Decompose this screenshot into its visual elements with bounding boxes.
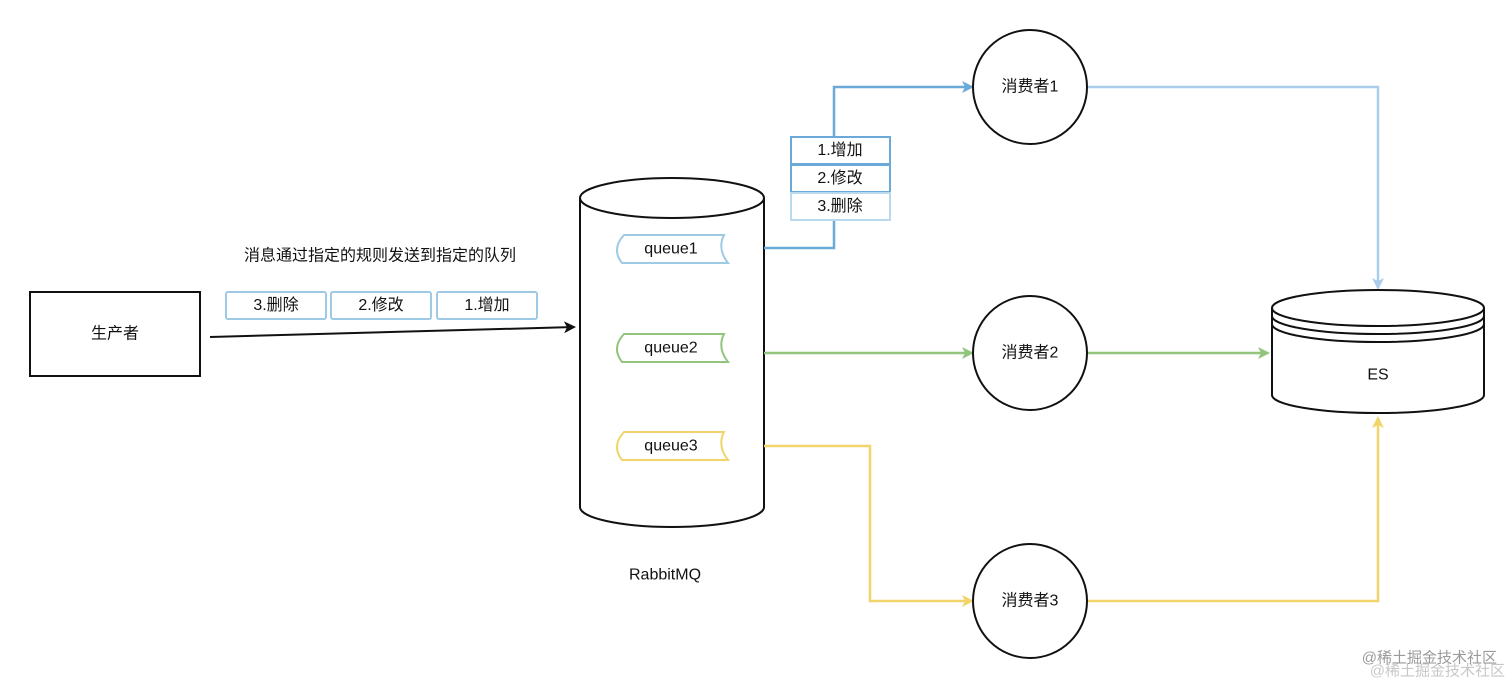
queue-2: queue2 [616,333,731,363]
queue1-message: 3.删除 [790,192,891,221]
incoming-message: 2.修改 [330,291,432,320]
consumer1-to-es-arrow [1088,85,1384,290]
svg-text:消费者1: 消费者1 [1002,78,1059,96]
incoming-message: 3.删除 [225,291,327,320]
svg-text:3.删除: 3.删除 [817,197,862,215]
consumer-1: 消费者1 [972,29,1088,145]
svg-text:1.增加: 1.增加 [817,141,862,159]
svg-text:queue2: queue2 [644,340,697,357]
queue3-to-consumer3-arrow [764,444,974,607]
queue-3: queue3 [616,431,731,461]
queue1-message: 1.增加 [790,136,891,165]
svg-text:消费者2: 消费者2 [1002,344,1059,362]
es-label: ES [1367,367,1388,384]
es-datastore: ES [1271,289,1485,414]
watermark-shadow: @稀土掘金技术社区 [1370,663,1505,680]
svg-text:2.修改: 2.修改 [817,169,862,187]
queue1-message: 2.修改 [790,164,891,193]
producer-label: 生产者 [91,325,139,343]
svg-text:2.修改: 2.修改 [358,296,403,314]
consumer3-to-es-arrow [1088,416,1384,603]
watermark: @稀土掘金技术社区 [1362,650,1497,667]
broker-label: RabbitMQ [629,567,701,584]
svg-text:queue3: queue3 [644,438,697,455]
consumer-3: 消费者3 [972,543,1088,659]
svg-text:3.删除: 3.删除 [253,296,298,314]
routing-note: 消息通过指定的规则发送到指定的队列 [244,247,516,265]
svg-text:消费者3: 消费者3 [1002,592,1059,610]
incoming-message-list: 3.删除 2.修改 1.增加 [225,291,538,320]
queue1-message-stack: 1.增加 2.修改 3.删除 [790,136,891,221]
consumer-2: 消费者2 [972,295,1088,411]
queue-1: queue1 [616,234,731,264]
svg-text:queue1: queue1 [644,241,697,258]
producer-to-broker-arrow [209,321,576,338]
incoming-message: 1.增加 [436,291,538,320]
svg-text:1.增加: 1.增加 [464,296,509,314]
producer-node: 生产者 [29,291,201,377]
